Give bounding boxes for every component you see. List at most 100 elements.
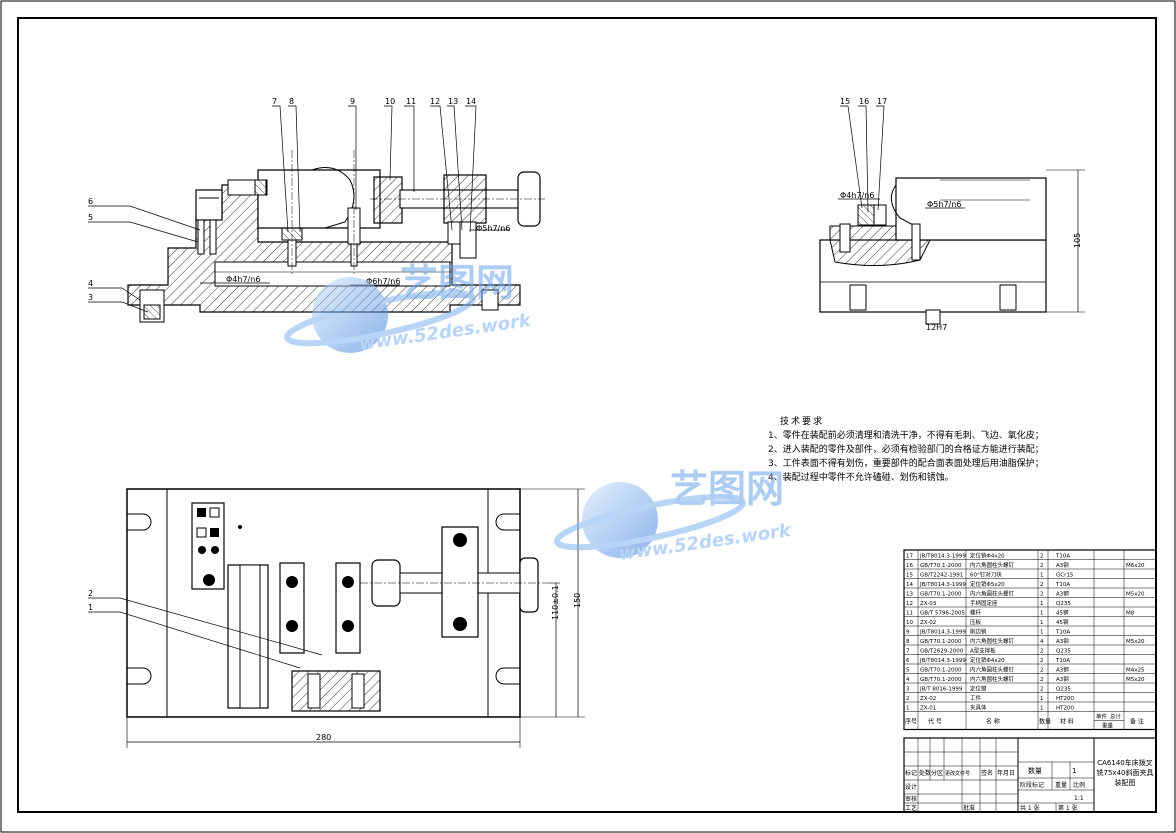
bom-header-name: 名 称: [986, 718, 1000, 726]
dim-top-width: 280: [316, 733, 331, 742]
top-lower-block: [291, 670, 381, 712]
tech-title: 技术要求: [780, 415, 824, 427]
bom-cell-code: JB/T8014.3-1999: [919, 554, 966, 560]
bom-cell-material: 45钢: [1056, 609, 1069, 617]
bom-cell-material: A3钢: [1056, 561, 1069, 569]
bom-cell-material: T10A: [1055, 658, 1070, 664]
bom-cell-name: 内六角圆柱头螺钉: [970, 637, 1015, 645]
bom-cell-no: 1: [906, 706, 910, 712]
bom-cell-no: 6: [906, 658, 910, 664]
bom-cell-material: Q235: [1056, 601, 1071, 607]
bom-cell-no: 9: [906, 630, 910, 636]
balloon-4: 4: [88, 279, 93, 288]
bom-row: 9 JB/T8014.3-1999 削边销 1 T10A: [906, 628, 1070, 636]
bom-cell-qty: 1: [1040, 696, 1044, 702]
balloon-6: 6: [88, 197, 93, 206]
bom-cell-no: 7: [906, 649, 910, 655]
tb-mark: 标记: [905, 769, 917, 777]
top-view: 280 150 110±0.1 2 1: [88, 488, 585, 748]
balloon-13: 13: [448, 97, 458, 106]
bom-cell-name: 定位销Φ4x20: [970, 656, 1005, 664]
tb-count: 处数: [919, 769, 931, 777]
inner-frame: [17, 17, 1157, 813]
bom-cell-note: M6x20: [1126, 563, 1145, 569]
bom-cell-code: JB/T8014.3-1999: [919, 658, 966, 664]
bom-cell-code: GB/T70.1-2000: [920, 668, 962, 674]
tb-process: 工艺: [905, 804, 917, 812]
bom-cell-note: M5x20: [1126, 677, 1145, 683]
fit-front-b: Φ6h7/n6: [366, 277, 400, 286]
bom-cell-name: 螺杆: [970, 609, 982, 617]
bom-cell-qty: 1: [1040, 620, 1044, 626]
tb-weight: 重量: [1055, 781, 1067, 789]
tb-qty-value: 1: [1072, 767, 1076, 775]
bom-cell-qty: 2: [1040, 592, 1044, 598]
side-view: 105 Φ4h7/n6 Φ5h7/n6 12H7 15 16 17: [819, 97, 1085, 332]
bom-cell-qty: 2: [1040, 563, 1044, 569]
tech-line-1: 1、零件在装配前必须清理和清洗干净，不得有毛刺、飞边、氧化皮；: [768, 429, 1044, 441]
balloon-3: 3: [88, 293, 93, 302]
bom-cell-no: 16: [906, 563, 913, 569]
bom-cell-qty: 2: [1040, 687, 1044, 693]
front-section-view: Φ4h7/n6 Φ6h7/n6 Φ5h7/n6 7 8 9 10 11 12 1…: [88, 97, 545, 323]
bom-cell-code: ZX-03: [920, 601, 937, 607]
bom-cell-note: M4x25: [1126, 668, 1145, 674]
bom-cell-qty: 1: [1040, 706, 1044, 712]
tb-change-no: 更改文件号: [945, 770, 970, 777]
dim-side-height: 105: [1073, 233, 1082, 248]
balloon-9: 9: [350, 97, 355, 106]
bom-cell-no: 10: [906, 620, 913, 626]
bom-header-qty: 数量: [1039, 718, 1051, 726]
tech-line-4: 4、装配过程中零件不允许磕碰、划伤和锈蚀。: [768, 471, 954, 483]
bom-cell-material: HT200: [1056, 696, 1074, 702]
bom-cell-qty: 2: [1040, 668, 1044, 674]
bom-cell-qty: 1: [1040, 630, 1044, 636]
tb-scale-label: 比例: [1073, 781, 1085, 789]
bom-cell-code: JB/T 8016-1999: [919, 687, 963, 693]
bom-cell-code: JB/T8014.3-1999: [919, 582, 966, 588]
bom-header-weight-single: 单件: [1096, 713, 1108, 721]
bom-cell-no: 8: [906, 639, 910, 645]
bom-cell-qty: 2: [1040, 582, 1044, 588]
bom-header-note: 备 注: [1130, 718, 1144, 726]
clamp-plate: [373, 176, 403, 224]
bom-cell-code: JB/T8014.3-1999: [919, 630, 966, 636]
bom-cell-name: 手柄固定座: [970, 599, 998, 607]
bom-cell-material: A3钢: [1056, 590, 1069, 598]
bom-cell-no: 15: [906, 573, 913, 579]
balloon-7: 7: [272, 97, 277, 106]
bom-cell-name: 定位销Φ5x20: [970, 580, 1005, 588]
tech-requirements: 技术要求 1、零件在装配前必须清理和清洗干净，不得有毛刺、飞边、氧化皮； 2、进…: [768, 415, 1044, 483]
bom-cell-no: 3: [906, 687, 910, 693]
bom-cell-code: ZX-01: [920, 706, 936, 712]
bom-cell-material: A3钢: [1056, 666, 1069, 674]
bom-cell-material: Q235: [1056, 649, 1071, 655]
bom-cell-note: M5x20: [1126, 592, 1145, 598]
bom-cell-material: T10A: [1055, 630, 1070, 636]
bom-cell-name: 削边销: [970, 628, 987, 636]
fit-side-a: Φ4h7/n6: [840, 191, 874, 200]
bom-header-weight: 重量: [1102, 722, 1114, 730]
drawing-title: CA6140车床拨叉铣75x40斜面夹具装配图: [1096, 759, 1154, 787]
bom-cell-material: T10A: [1055, 582, 1070, 588]
tb-qty-label: 数量: [1028, 766, 1042, 775]
bom-cell-material: T10A: [1055, 554, 1070, 560]
balloon-5: 5: [88, 213, 93, 222]
balloon-8: 8: [289, 97, 294, 106]
bom-cell-note: M5x20: [1126, 639, 1145, 645]
bom-cell-no: 5: [906, 668, 910, 674]
bom-frame: [903, 549, 1157, 731]
workpiece-outline: [257, 169, 381, 229]
bom-header-no: 序号: [905, 718, 917, 726]
